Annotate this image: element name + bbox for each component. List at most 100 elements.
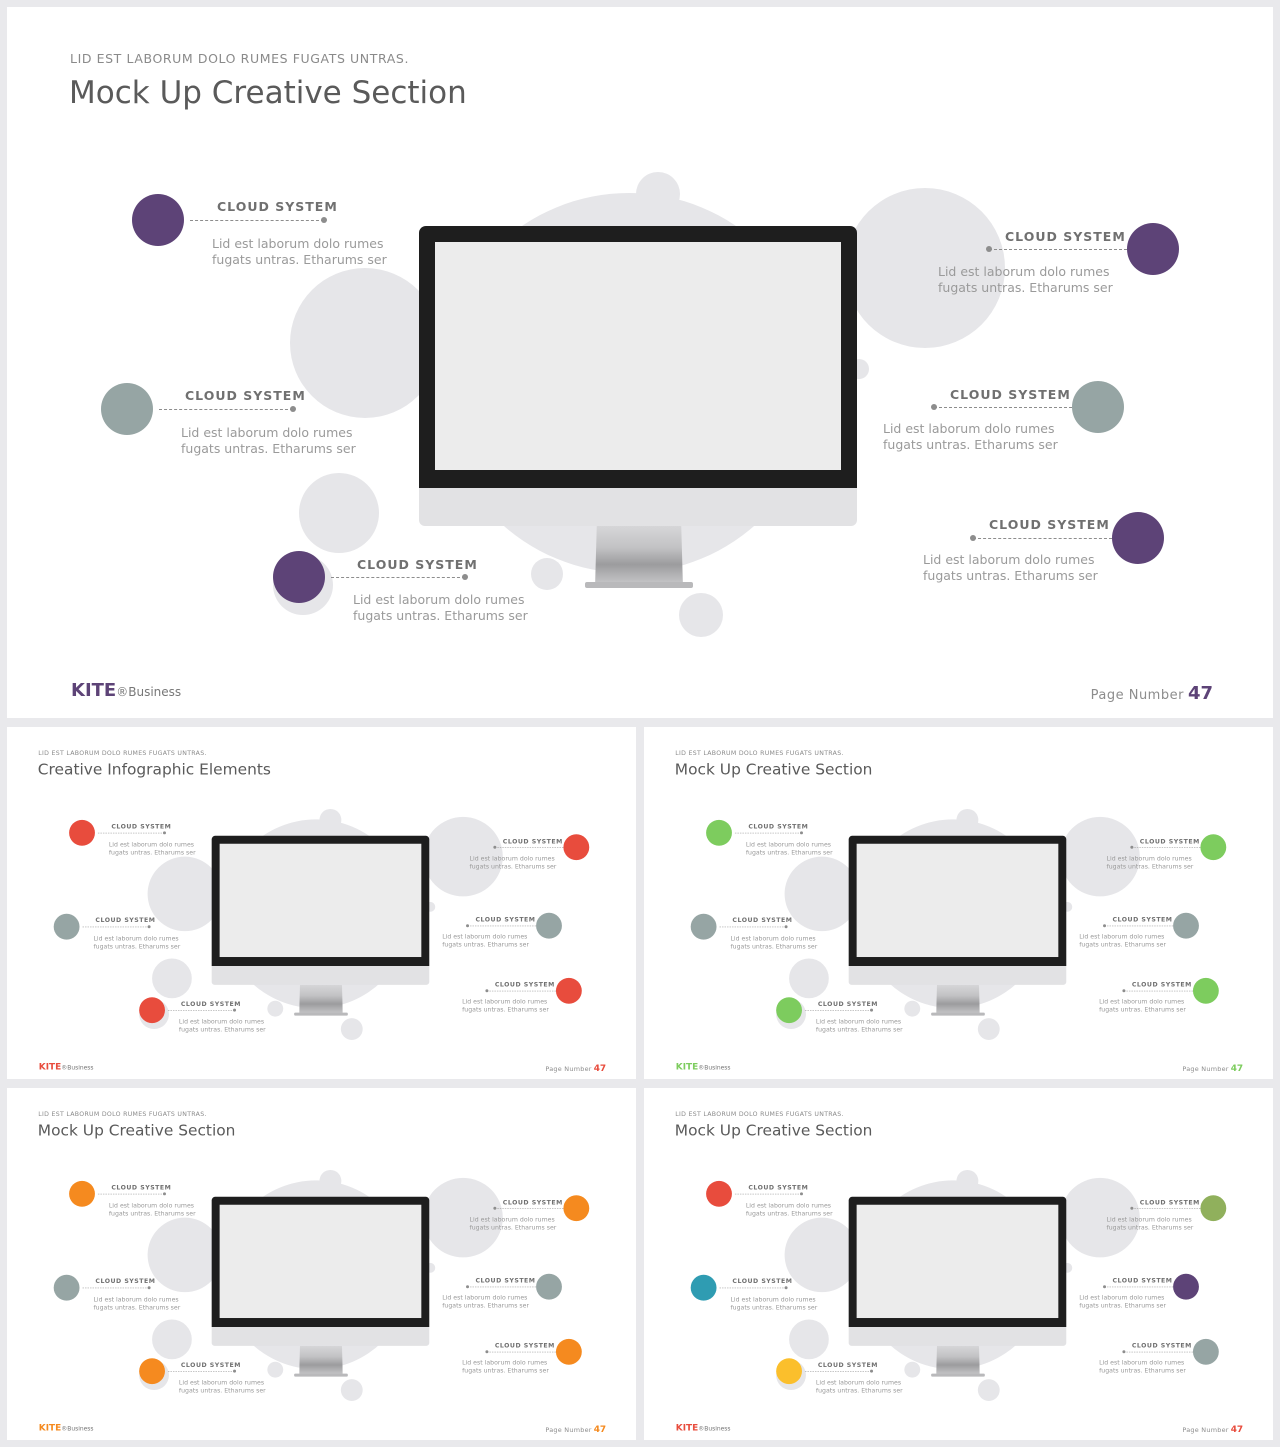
callout-description: Lid est laborum dolo rumes fugats untras… bbox=[442, 1293, 530, 1310]
slide-subtitle: LID EST LABORUM DOLO RUMES FUGATS UNTRAS… bbox=[675, 748, 844, 757]
callout-label: CLOUD SYSTEM bbox=[1112, 915, 1173, 924]
monitor-chin bbox=[848, 965, 1067, 985]
callout-label: CLOUD SYSTEM bbox=[1005, 229, 1126, 244]
callout-dot bbox=[139, 1358, 165, 1385]
background-circle bbox=[340, 1379, 363, 1401]
callout-dot bbox=[132, 194, 184, 246]
callout-connector-dot bbox=[485, 989, 489, 993]
callout-dot bbox=[1173, 1273, 1199, 1300]
callout-description: Lid est laborum dolo rumes fugats untras… bbox=[469, 1215, 557, 1232]
callout-description: Lid est laborum dolo rumes fugats untras… bbox=[745, 1201, 833, 1218]
monitor-bezel bbox=[211, 835, 430, 966]
callout-label: CLOUD SYSTEM bbox=[502, 1198, 563, 1206]
brand-logo: KITE®Business bbox=[676, 1422, 731, 1432]
slide-subtitle: LID EST LABORUM DOLO RUMES FUGATS UNTRAS… bbox=[70, 51, 410, 66]
monitor-foot bbox=[931, 1373, 985, 1377]
callout-dot bbox=[555, 1338, 582, 1365]
page-number-label: Page Number bbox=[545, 1065, 592, 1073]
callout-connector-dot bbox=[1103, 1285, 1107, 1289]
background-circle bbox=[1060, 816, 1140, 897]
background-circle bbox=[977, 1379, 1000, 1401]
callout-connector-dot bbox=[485, 1350, 489, 1354]
background-circle bbox=[789, 1319, 829, 1360]
monitor-chin bbox=[419, 488, 857, 526]
callout-description: Lid est laborum dolo rumes fugats untras… bbox=[212, 236, 387, 267]
slide-subtitle: LID EST LABORUM DOLO RUMES FUGATS UNTRAS… bbox=[38, 1109, 207, 1118]
callout-description: Lid est laborum dolo rumes fugats untras… bbox=[178, 1378, 266, 1395]
callout-label: CLOUD SYSTEM bbox=[1112, 1276, 1173, 1285]
monitor-chin bbox=[211, 1326, 430, 1346]
callout-dot bbox=[776, 997, 802, 1024]
callout-dot bbox=[69, 1180, 95, 1207]
page-number-value: 47 bbox=[593, 1062, 607, 1074]
callout-description: Lid est laborum dolo rumes fugats untras… bbox=[923, 552, 1098, 583]
callout-label: CLOUD SYSTEM bbox=[748, 1183, 809, 1191]
monitor-mockup bbox=[419, 226, 857, 588]
brand-logo-suffix: ®Business bbox=[61, 1424, 94, 1432]
monitor-mockup bbox=[211, 1196, 430, 1377]
background-circle bbox=[147, 856, 223, 932]
callout-label: CLOUD SYSTEM bbox=[475, 915, 536, 924]
callout-connector-dot bbox=[784, 925, 788, 929]
monitor-foot bbox=[294, 1373, 348, 1377]
brand-logo: KITE®Business bbox=[676, 1061, 731, 1071]
callout-label: CLOUD SYSTEM bbox=[1139, 1198, 1200, 1206]
callout-description: Lid est laborum dolo rumes fugats untras… bbox=[462, 1358, 549, 1375]
background-circle bbox=[845, 188, 1005, 348]
callout-description: Lid est laborum dolo rumes fugats untras… bbox=[1106, 1215, 1194, 1232]
callout-description: Lid est laborum dolo rumes fugats untras… bbox=[442, 932, 530, 949]
slide-thumbnail-2[interactable]: LID EST LABORUM DOLO RUMES FUGATS UNTRAS… bbox=[644, 727, 1273, 1079]
callout-dot bbox=[53, 1274, 80, 1301]
callout-connector-dot bbox=[233, 1008, 237, 1012]
background-circle bbox=[267, 1361, 284, 1378]
brand-logo-text: KITE bbox=[675, 1422, 699, 1433]
callout-connector-dot bbox=[784, 1286, 788, 1290]
callout-dot bbox=[690, 1274, 717, 1301]
callout-connector-dot bbox=[290, 406, 296, 412]
background-circle bbox=[425, 901, 436, 912]
background-circle bbox=[679, 593, 723, 637]
slide-title: Mock Up Creative Section bbox=[674, 1121, 873, 1140]
callout-dot bbox=[1173, 912, 1199, 939]
callout-description: Lid est laborum dolo rumes fugats untras… bbox=[1099, 997, 1186, 1014]
monitor-screen bbox=[856, 1204, 1059, 1319]
brand-logo: KITE®Business bbox=[71, 680, 181, 701]
callout-description: Lid est laborum dolo rumes fugats untras… bbox=[181, 425, 356, 456]
callout-connector-line bbox=[331, 577, 465, 578]
callout-connector-dot bbox=[462, 574, 468, 580]
callout-connector-dot bbox=[870, 1369, 874, 1373]
slide-thumbnail-4[interactable]: LID EST LABORUM DOLO RUMES FUGATS UNTRAS… bbox=[644, 1088, 1273, 1440]
callout-label: CLOUD SYSTEM bbox=[185, 388, 306, 403]
page-number-value: 47 bbox=[1187, 683, 1213, 704]
page-number-value: 47 bbox=[1230, 1423, 1244, 1435]
callout-dot bbox=[1072, 381, 1124, 433]
background-circle bbox=[425, 1262, 436, 1273]
background-circle bbox=[904, 1361, 921, 1378]
brand-logo-suffix: ®Business bbox=[61, 1063, 94, 1071]
slide-subtitle: LID EST LABORUM DOLO RUMES FUGATS UNTRAS… bbox=[38, 748, 207, 757]
background-circle bbox=[904, 1000, 921, 1017]
slide-thumbnail-1[interactable]: LID EST LABORUM DOLO RUMES FUGATS UNTRAS… bbox=[7, 727, 636, 1079]
callout-label: CLOUD SYSTEM bbox=[732, 1277, 793, 1285]
monitor-bezel bbox=[848, 1196, 1067, 1327]
callout-label: CLOUD SYSTEM bbox=[817, 1361, 878, 1369]
background-circle bbox=[290, 268, 440, 418]
slide-thumbnail-3[interactable]: LID EST LABORUM DOLO RUMES FUGATS UNTRAS… bbox=[7, 1088, 636, 1440]
callout-dot bbox=[53, 913, 80, 940]
slide-main[interactable]: LID EST LABORUM DOLO RUMES FUGATS UNTRAS… bbox=[7, 7, 1273, 718]
background-circle bbox=[1062, 1262, 1073, 1273]
monitor-stand bbox=[936, 1345, 980, 1377]
monitor-screen bbox=[856, 843, 1059, 958]
callout-connector-dot bbox=[493, 845, 497, 849]
callout-label: CLOUD SYSTEM bbox=[111, 1183, 172, 1191]
brand-logo-suffix: ®Business bbox=[698, 1063, 731, 1071]
callout-connector-dot bbox=[1130, 845, 1134, 849]
callout-connector-dot bbox=[1122, 1350, 1126, 1354]
monitor-stand bbox=[595, 526, 683, 588]
background-circle bbox=[340, 1018, 363, 1040]
callout-dot bbox=[706, 819, 732, 846]
callout-dot bbox=[101, 383, 153, 435]
callout-description: Lid est laborum dolo rumes fugats untras… bbox=[108, 1201, 196, 1218]
